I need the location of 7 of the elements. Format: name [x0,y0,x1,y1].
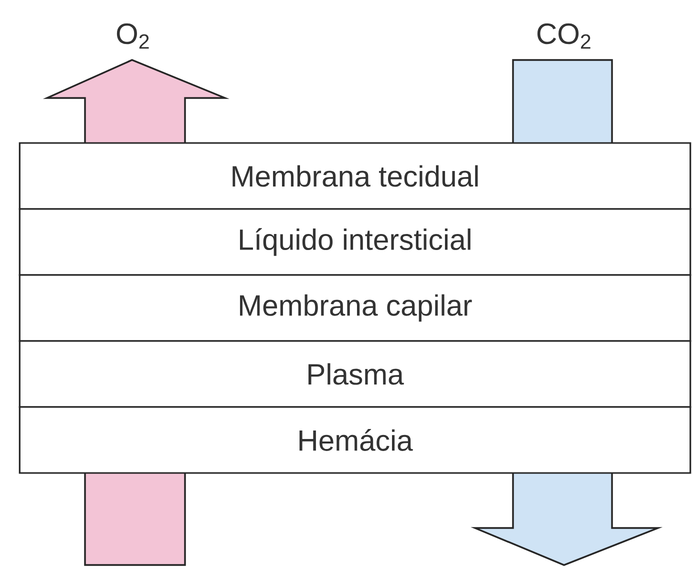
layer-box: Plasma [18,340,692,408]
layer-box: Líquido intersticial [18,208,692,276]
layer-box: Membrana capilar [18,274,692,342]
gas-label: O$_{2}$ [116,23,149,49]
layer-box: Membrana tecidual [18,142,692,210]
layer-box: Hemácia [18,406,692,474]
gas-label: CO$_{2}$ [537,23,590,49]
